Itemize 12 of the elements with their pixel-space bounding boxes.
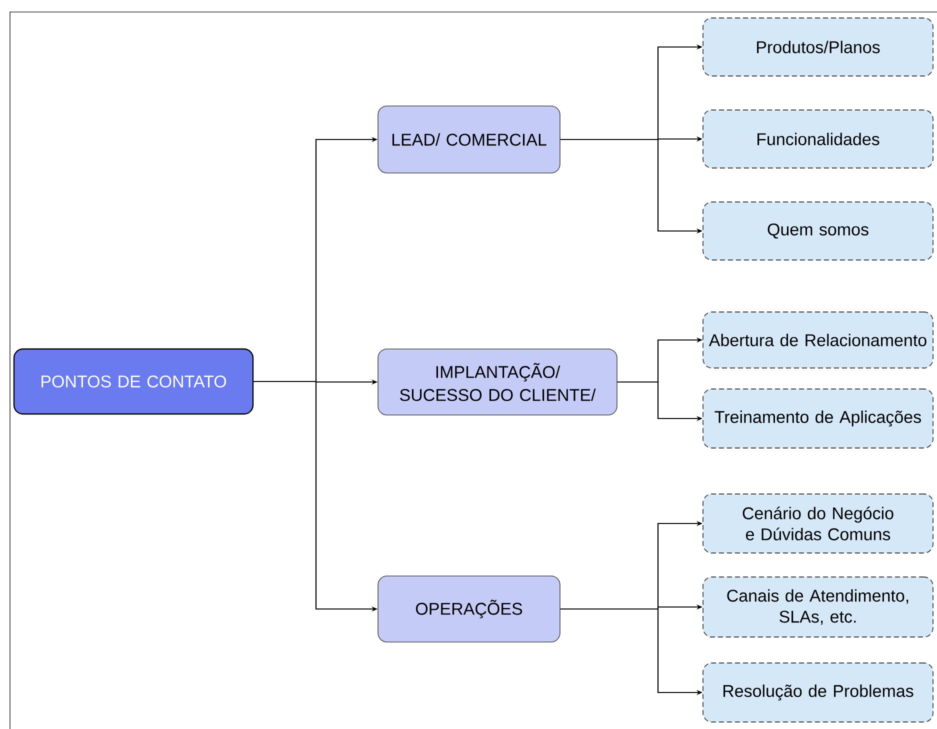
topic-box: Cenário do Negócio e Dúvidas Comuns (702, 494, 934, 554)
topic-box: Treinamento de Aplicações (702, 388, 934, 448)
topic-box: Quem somos (702, 202, 934, 260)
topic-box: Resolução de Problemas (702, 662, 934, 722)
category-box: IMPLANTAÇÃO/ SUCESSO DO CLIENTE/ (378, 348, 618, 416)
topic-box: Produtos/Planos (702, 18, 934, 76)
category-box: LEAD/ COMERCIAL (378, 106, 560, 174)
topic-box: Funcionalidades (702, 110, 934, 168)
topic-box: PONTOS DE CONTATO (13, 348, 254, 415)
category-box: OPERAÇÕES (378, 576, 560, 642)
topic-box: Abertura de Relacionamento (702, 312, 934, 368)
topic-box: Canais de Atendimento, SLAs, etc. (702, 576, 934, 638)
